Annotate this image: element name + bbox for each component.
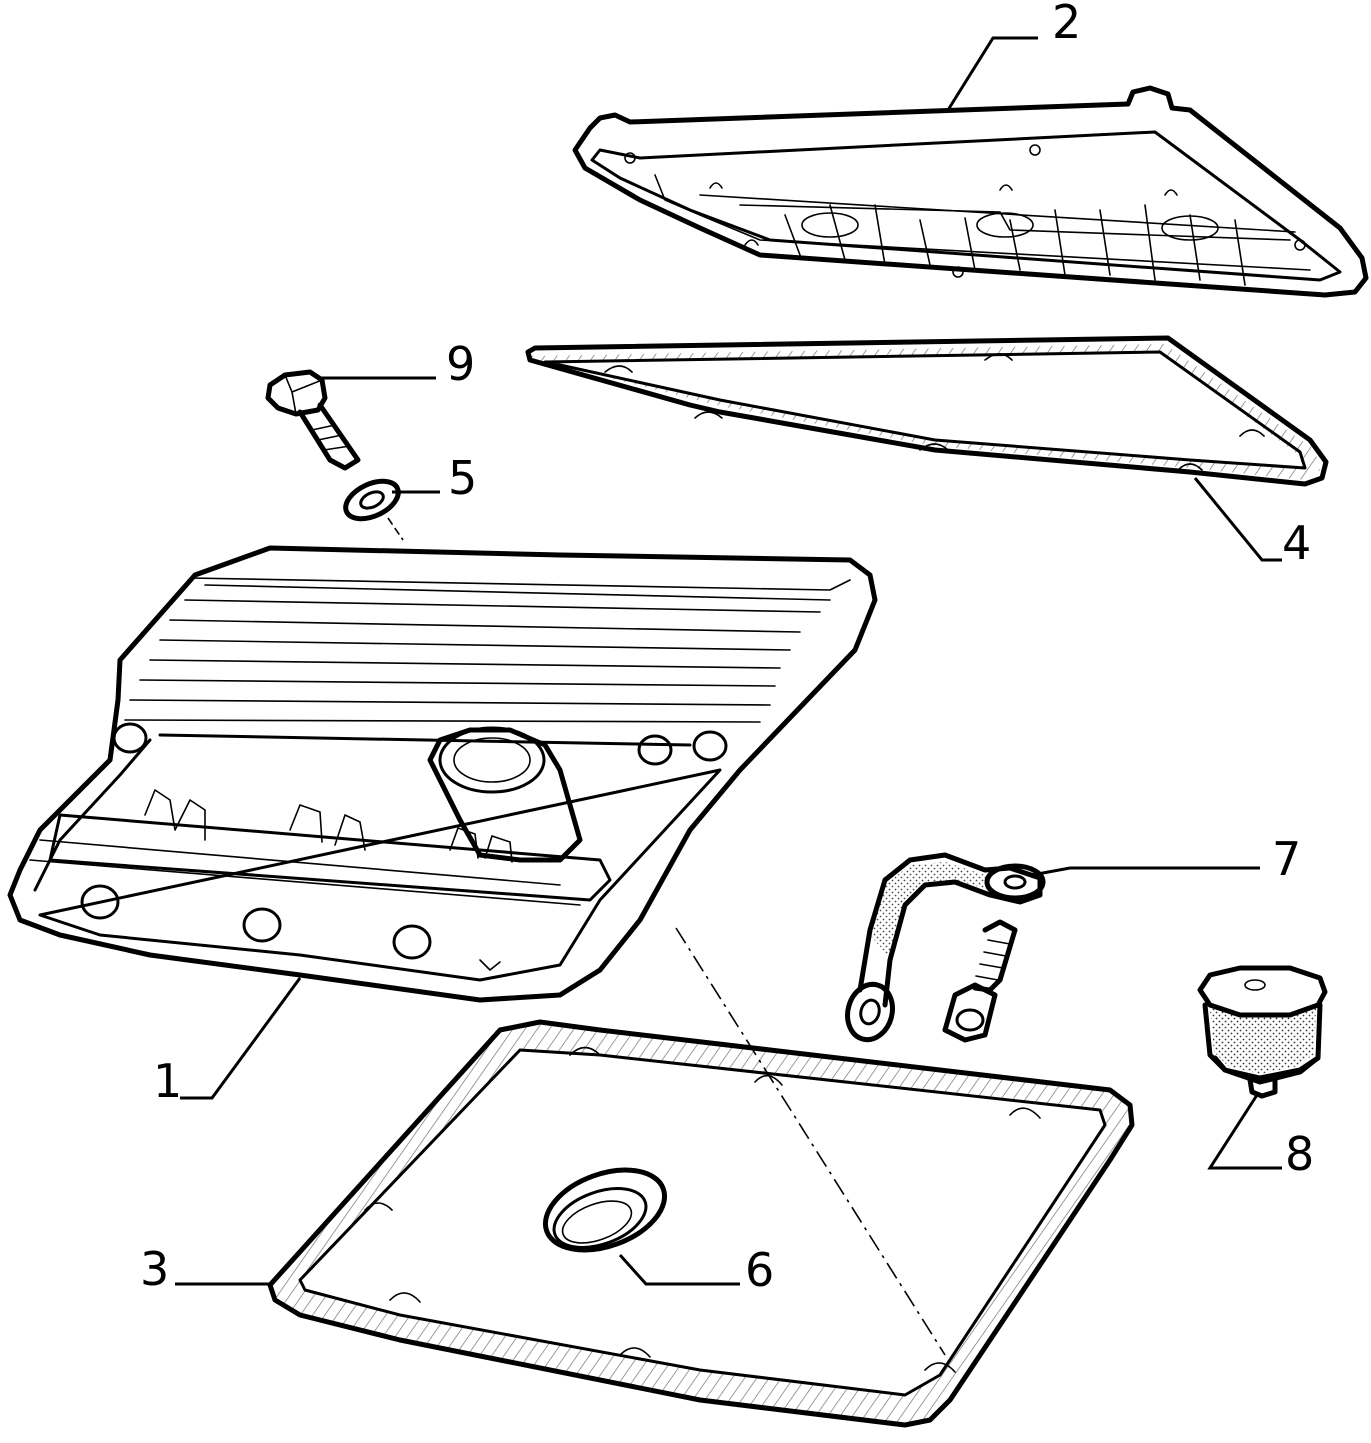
- callout-3: 3: [140, 1242, 169, 1296]
- callout-2: 2: [1052, 0, 1081, 49]
- upper-cover-part: [572, 85, 1369, 298]
- callout-labels: 1 2 3 4 5 6 7 8 9: [140, 0, 1314, 1297]
- callout-5: 5: [448, 451, 477, 505]
- callout-9: 9: [446, 337, 475, 391]
- bolt-part: [265, 369, 361, 471]
- upper-gasket-part: [525, 335, 1329, 487]
- callout-8: 8: [1285, 1127, 1314, 1181]
- leader-lines: [175, 36, 1282, 1286]
- callout-4: 4: [1282, 516, 1311, 570]
- strap-bolt-part: [942, 919, 1018, 1043]
- alignment-line: [675, 927, 946, 1356]
- washer-part: [343, 478, 401, 522]
- ground-strap-part: [845, 852, 1046, 1043]
- seal-part: [542, 1167, 668, 1253]
- lower-gasket-part: [267, 1019, 1135, 1428]
- callout-6: 6: [745, 1243, 774, 1297]
- callout-1: 1: [153, 1054, 182, 1108]
- rubber-mount-part: [1197, 965, 1328, 1099]
- callout-7: 7: [1272, 832, 1301, 886]
- main-cover-part: [7, 545, 878, 1003]
- alignment-line-upper: [387, 517, 404, 541]
